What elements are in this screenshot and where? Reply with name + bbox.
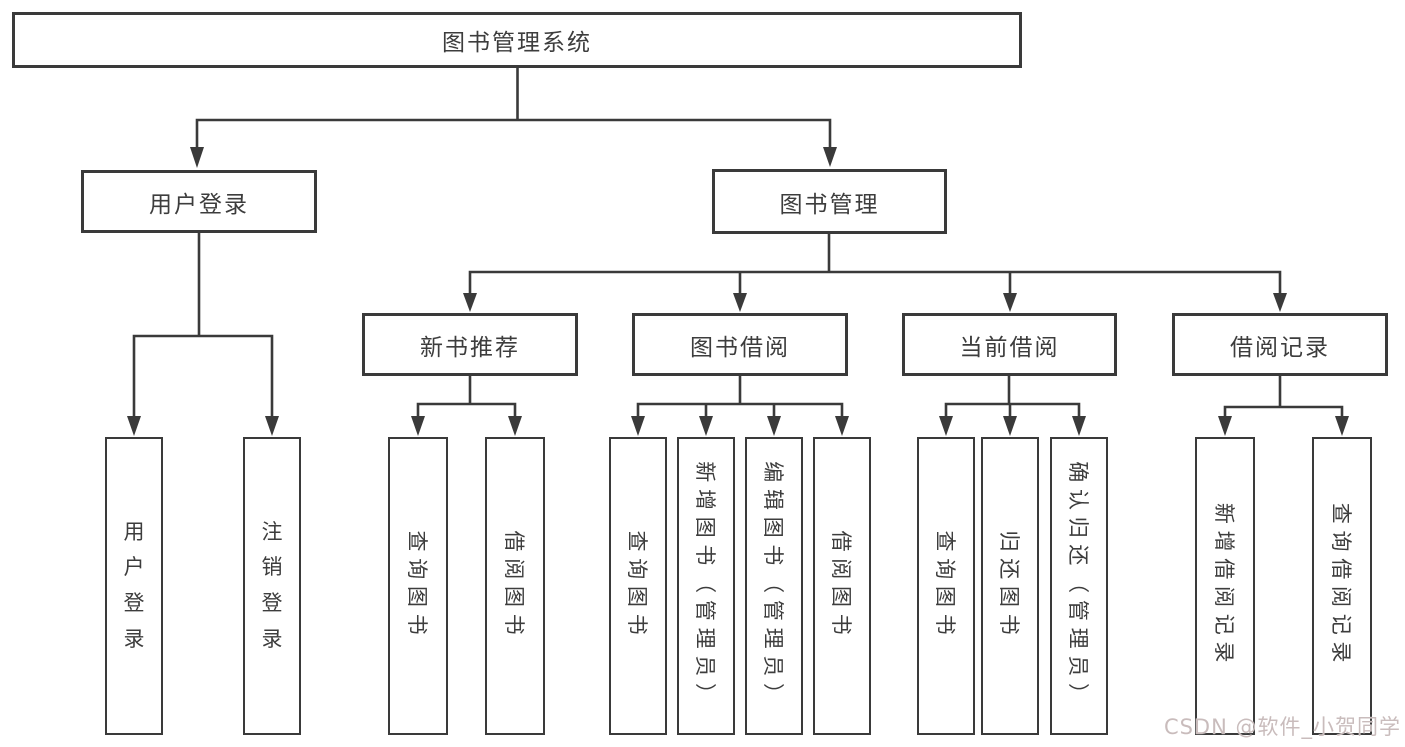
leaf-label: 编辑图书（管理员） <box>761 461 785 711</box>
leaf-label: 查询图书 <box>405 530 429 642</box>
leaf-label: 用 户 登 录 <box>123 519 145 651</box>
leaf-label: 查询借阅记录 <box>1329 502 1353 670</box>
node-new-book-recommend: 新书推荐 <box>362 313 578 376</box>
node-book-borrow: 图书借阅 <box>632 313 848 376</box>
leaf-label: 归还图书 <box>997 530 1021 642</box>
node-current-borrow: 当前借阅 <box>902 313 1117 376</box>
leaf-current-confirm-return-admin: 确认归还（管理员） <box>1050 437 1108 735</box>
leaf-current-return-books: 归还图书 <box>981 437 1039 735</box>
node-label: 当前借阅 <box>959 334 1060 361</box>
leaf-recommend-borrow-books: 借阅图书 <box>485 437 545 735</box>
leaf-records-add-record: 新增借阅记录 <box>1195 437 1255 735</box>
leaf-label: 借阅图书 <box>829 530 853 642</box>
node-user-login: 用户登录 <box>81 170 317 233</box>
node-label: 图书管理系统 <box>442 30 592 56</box>
leaf-user-login: 用 户 登 录 <box>105 437 163 735</box>
leaf-borrow-borrow-books: 借阅图书 <box>813 437 871 735</box>
leaf-label: 借阅图书 <box>502 530 526 642</box>
node-label: 图书借阅 <box>690 334 790 361</box>
node-borrow-records: 借阅记录 <box>1172 313 1388 376</box>
leaf-current-query-books: 查询图书 <box>917 437 975 735</box>
arrowheads <box>127 147 1349 436</box>
node-label: 借阅记录 <box>1230 334 1330 361</box>
leaf-label: 查询图书 <box>625 530 649 642</box>
leaf-label: 新增借阅记录 <box>1212 502 1236 670</box>
leaf-borrow-edit-books-admin: 编辑图书（管理员） <box>745 437 803 735</box>
leaf-label: 确认归还（管理员） <box>1066 461 1090 711</box>
leaf-borrow-add-books-admin: 新增图书（管理员） <box>677 437 735 735</box>
leaf-borrow-query-books: 查询图书 <box>609 437 667 735</box>
node-label: 图书管理 <box>779 191 880 218</box>
node-book-management-system: 图书管理系统 <box>12 12 1022 68</box>
node-label: 用户登录 <box>149 191 249 218</box>
leaf-label: 查询图书 <box>933 530 957 642</box>
leaf-label: 注 销 登 录 <box>261 519 283 651</box>
leaf-label: 新增图书（管理员） <box>693 461 717 711</box>
csdn-watermark: CSDN @软件_小贺同学 <box>1163 715 1401 739</box>
leaf-records-query-record: 查询借阅记录 <box>1312 437 1372 735</box>
node-book-management: 图书管理 <box>712 169 947 234</box>
node-label: 新书推荐 <box>420 334 520 361</box>
leaf-recommend-query-books: 查询图书 <box>388 437 448 735</box>
leaf-logout: 注 销 登 录 <box>243 437 301 735</box>
